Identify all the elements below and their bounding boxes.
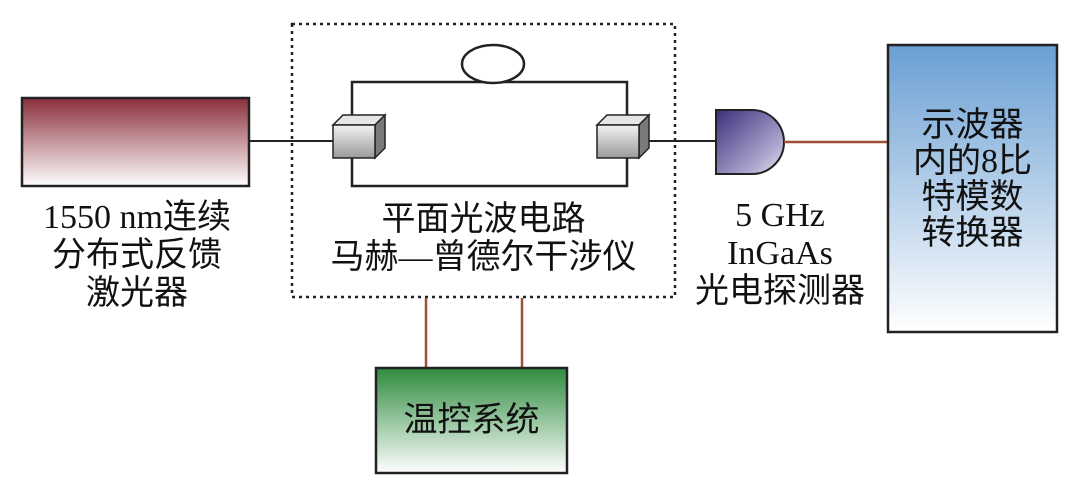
interferometer-boundary	[290, 22, 677, 299]
mzi-upper-arm	[350, 80, 629, 123]
detector-label: 5 GHz InGaAs 光电探测器	[695, 197, 865, 310]
mzi-lower-arm	[350, 156, 629, 188]
left-coupler-icon	[331, 113, 387, 160]
oscilloscope-label: 示波器 内的8比 特模数 转换器	[913, 107, 1032, 252]
temp-control-label: 温控系统	[403, 402, 540, 439]
interferometer-label: 平面光波电路 马赫—曾德尔干涉仪	[330, 201, 637, 276]
temp-control-box	[374, 366, 569, 475]
oscilloscope-box	[886, 43, 1059, 334]
laser-label: 1550 nm连续 分布式反馈 激光器	[43, 199, 231, 312]
laser-box	[20, 96, 251, 188]
right-coupler-icon	[595, 113, 651, 160]
photodetector-icon	[715, 109, 785, 175]
delay-loop	[460, 43, 526, 85]
